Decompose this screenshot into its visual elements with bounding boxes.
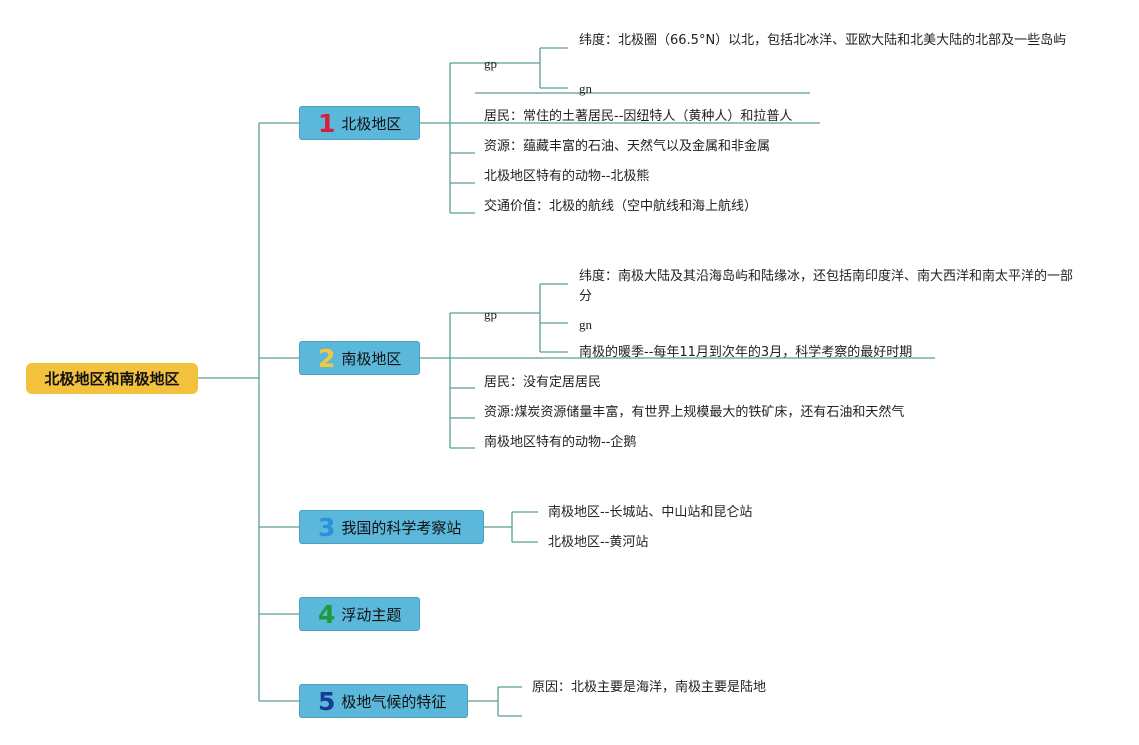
number-5-icon: 5 <box>318 686 336 716</box>
number-2-icon: 2 <box>318 343 336 373</box>
arctic-resources-item[interactable]: 资源：蕴藏丰富的石油、天然气以及金属和非金属 <box>484 139 771 154</box>
topic-4-floating[interactable]: 4 浮动主题 <box>299 597 420 631</box>
arctic-latitude-item[interactable]: 纬度：北极圈（66.5°N）以北，包括北冰洋、亚欧大陆和北美大陆的北部及一些岛屿 <box>579 33 1067 48</box>
root-topic[interactable]: 北极地区和南极地区 <box>26 363 198 394</box>
number-3-icon: 3 <box>318 512 336 542</box>
arctic-station-item[interactable]: 北极地区--黄河站 <box>548 535 649 550</box>
arctic-residents-item[interactable]: 居民：常住的土著居民--因纽特人（黄种人）和拉普人 <box>484 109 793 124</box>
antarctic-stations-item[interactable]: 南极地区--长城站、中山站和昆仑站 <box>548 505 753 520</box>
topic-5-polar-climate[interactable]: 5 极地气候的特征 <box>299 684 468 718</box>
antarctic-residents-item[interactable]: 居民：没有定居居民 <box>484 375 602 390</box>
climate-reason-item[interactable]: 原因：北极主要是海洋，南极主要是陆地 <box>532 680 767 695</box>
antarctic-warm-season-item[interactable]: 南极的暖季--每年11月到次年的3月，科学考察的最好时期 <box>579 345 913 360</box>
antarctic-resources-item[interactable]: 资源:煤炭资源储量丰富，有世界上规模最大的铁矿床，还有石油和天然气 <box>484 405 905 420</box>
antarctic-gn-node[interactable]: gn <box>579 317 592 332</box>
topic-4-label: 浮动主题 <box>341 605 402 624</box>
topic-1-arctic[interactable]: 1 北极地区 <box>299 106 420 140</box>
number-4-icon: 4 <box>318 599 336 629</box>
topic-5-label: 极地气候的特征 <box>341 692 447 711</box>
arctic-gp-node[interactable]: gp <box>484 56 497 71</box>
topic-2-label: 南极地区 <box>341 349 402 368</box>
topic-1-label: 北极地区 <box>341 114 402 133</box>
arctic-transport-item[interactable]: 交通价值：北极的航线（空中航线和海上航线） <box>484 199 758 214</box>
antarctic-animals-item[interactable]: 南极地区特有的动物--企鹅 <box>484 435 637 450</box>
arctic-gn-node[interactable]: gn <box>579 81 592 96</box>
number-1-icon: 1 <box>318 108 336 138</box>
topic-3-label: 我国的科学考察站 <box>341 518 462 537</box>
topic-3-research-stations[interactable]: 3 我国的科学考察站 <box>299 510 484 544</box>
antarctic-gp-node[interactable]: gp <box>484 307 497 322</box>
topic-2-antarctic[interactable]: 2 南极地区 <box>299 341 420 375</box>
arctic-animals-item[interactable]: 北极地区特有的动物--北极熊 <box>484 169 650 184</box>
antarctic-latitude-item[interactable]: 纬度：南极大陆及其沿海岛屿和陆缘冰，还包括南印度洋、南大西洋和南太平洋的一部分 <box>579 269 1074 304</box>
